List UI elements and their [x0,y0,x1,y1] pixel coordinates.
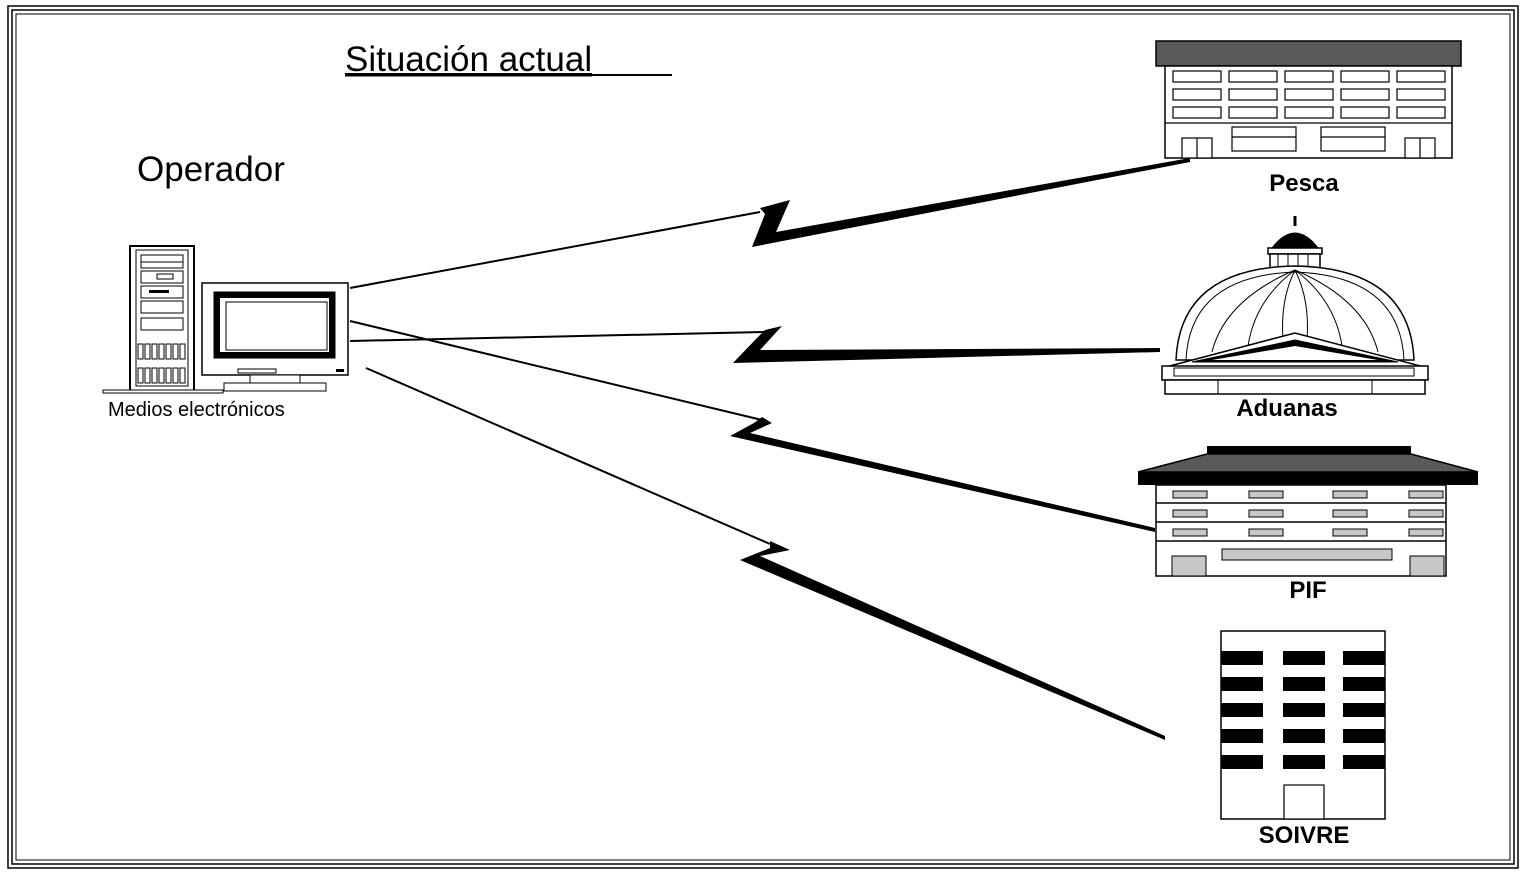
tower-building-icon [1220,630,1386,820]
tower-case-icon [102,245,224,394]
node-label-pesca: Pesca [1269,170,1339,197]
diagram-title: Situación actual [345,40,592,79]
connection-pesca [349,158,1190,289]
operator-label: Operador [137,150,285,189]
connections [349,158,1190,740]
connection-soivre [365,367,1165,740]
connection-aduanas [349,326,1160,363]
domed-building-icon [1161,216,1429,395]
diagram-frame [7,5,1519,869]
low-rise-building-icon [1137,446,1479,577]
office-building-icon [1155,40,1462,159]
device-label: Medios electrónicos [108,399,285,421]
computer-icon [102,245,349,394]
node-label-pif: PIF [1289,577,1326,604]
connection-pif [349,320,1155,532]
node-label-aduanas: Aduanas [1236,395,1337,422]
monitor-icon [201,282,349,392]
node-label-soivre: SOIVRE [1259,822,1350,849]
